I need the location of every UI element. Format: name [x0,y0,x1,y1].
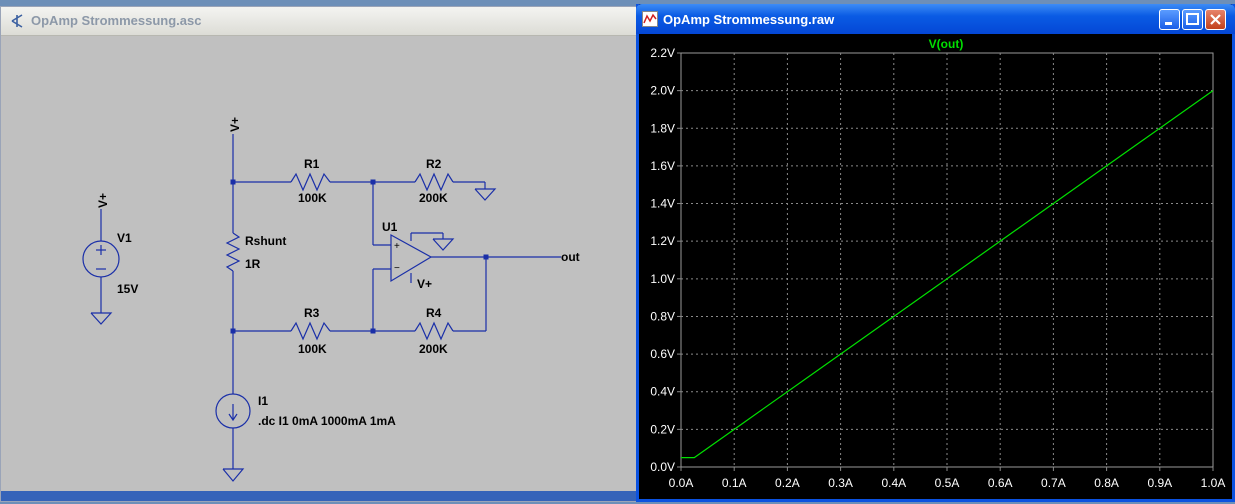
x-tick-label: 0.2A [775,476,800,490]
y-tick-label: 2.2V [650,46,675,60]
waveform-icon [642,11,658,27]
u1-in-minus: − [394,263,400,274]
r4-name: R4 [426,306,442,320]
trace-label-vout[interactable]: V(out) [929,37,964,51]
series-line-vout[interactable] [681,90,1214,459]
rshunt-name: Rshunt [245,234,286,248]
y-tick-label: 1.0V [650,272,675,286]
y-tick-label: 0.8V [650,309,675,323]
minimize-icon [1165,22,1172,25]
u1-name: U1 [382,220,398,234]
y-tick-label: 0.0V [650,460,675,474]
y-tick-label: 0.6V [650,347,675,361]
x-tick-label: 0.8A [1094,476,1119,490]
minimize-button[interactable] [1159,9,1180,30]
dc-directive[interactable]: .dc I1 0mA 1000mA 1mA [258,414,396,428]
maximize-icon [1186,13,1199,25]
u1-vplus-label: V+ [417,277,432,291]
waveform-window-title: OpAmp Strommessung.raw [663,12,835,27]
waveform-chart[interactable]: 0.0V 0.2V 0.4V 0.6V 0.8V 1.0V 1.2V 1.4V 1.6V 1.8V… [639,34,1232,499]
y-tick-label: 1.6V [650,159,675,173]
r4-value: 200K [419,342,448,356]
plot-area[interactable]: 0.0V 0.2V 0.4V 0.6V 0.8V 1.0V 1.2V 1.4V 1.6V 1.8V… [639,34,1232,499]
y-tick-label: 1.4V [650,197,675,211]
x-tick-label: 1.0A [1201,476,1226,490]
v1-value: 15V [117,282,138,296]
schematic-window-bottom-border [1,491,659,501]
r3-name: R3 [304,306,320,320]
v1-name: V1 [117,231,132,245]
r1-value: 100K [298,191,327,205]
x-tick-label: 0.4A [881,476,906,490]
r2-name: R2 [426,157,442,171]
waveform-title-bar[interactable]: OpAmp Strommessung.raw [636,4,1235,34]
rshunt-value: 1R [245,257,261,271]
vplus-label-top: V+ [228,117,242,132]
schematic-window-title: OpAmp Strommessung.asc [31,13,202,28]
x-tick-label: 0.5A [935,476,960,490]
schematic-window: OpAmp Strommessung.asc [0,6,660,502]
i1-name: I1 [258,394,268,408]
y-tick-label: 0.2V [650,422,675,436]
schematic-canvas[interactable]: V+ V+ V1 15V R1 100K R2 200K R3 100K R4 … [9,41,637,491]
r2-value: 200K [419,191,448,205]
x-tick-label: 0.7A [1041,476,1066,490]
maximize-button[interactable] [1182,9,1203,30]
y-tick-label: 0.4V [650,385,675,399]
y-tick-label: 1.2V [650,234,675,248]
schematic-title-bar[interactable]: OpAmp Strommessung.asc [1,7,659,36]
r1-name: R1 [304,157,320,171]
x-tick-label: 0.0A [669,476,694,490]
ltspice-schematic-icon [11,14,23,28]
schematic-drawing: V+ V+ V1 15V R1 100K R2 200K R3 100K R4 … [82,117,580,482]
r3-value: 100K [298,342,327,356]
close-button[interactable] [1205,9,1226,30]
close-icon [1210,14,1221,25]
x-tick-label: 0.6A [988,476,1013,490]
out-net-label: out [561,250,580,264]
vplus-label-left: V+ [96,193,110,208]
u1-in-plus: + [394,241,400,252]
x-tick-label: 0.1A [722,476,747,490]
y-tick-label: 2.0V [650,84,675,98]
y-tick-label: 1.8V [650,121,675,135]
x-tick-label: 0.9A [1147,476,1172,490]
x-tick-label: 0.3A [828,476,853,490]
